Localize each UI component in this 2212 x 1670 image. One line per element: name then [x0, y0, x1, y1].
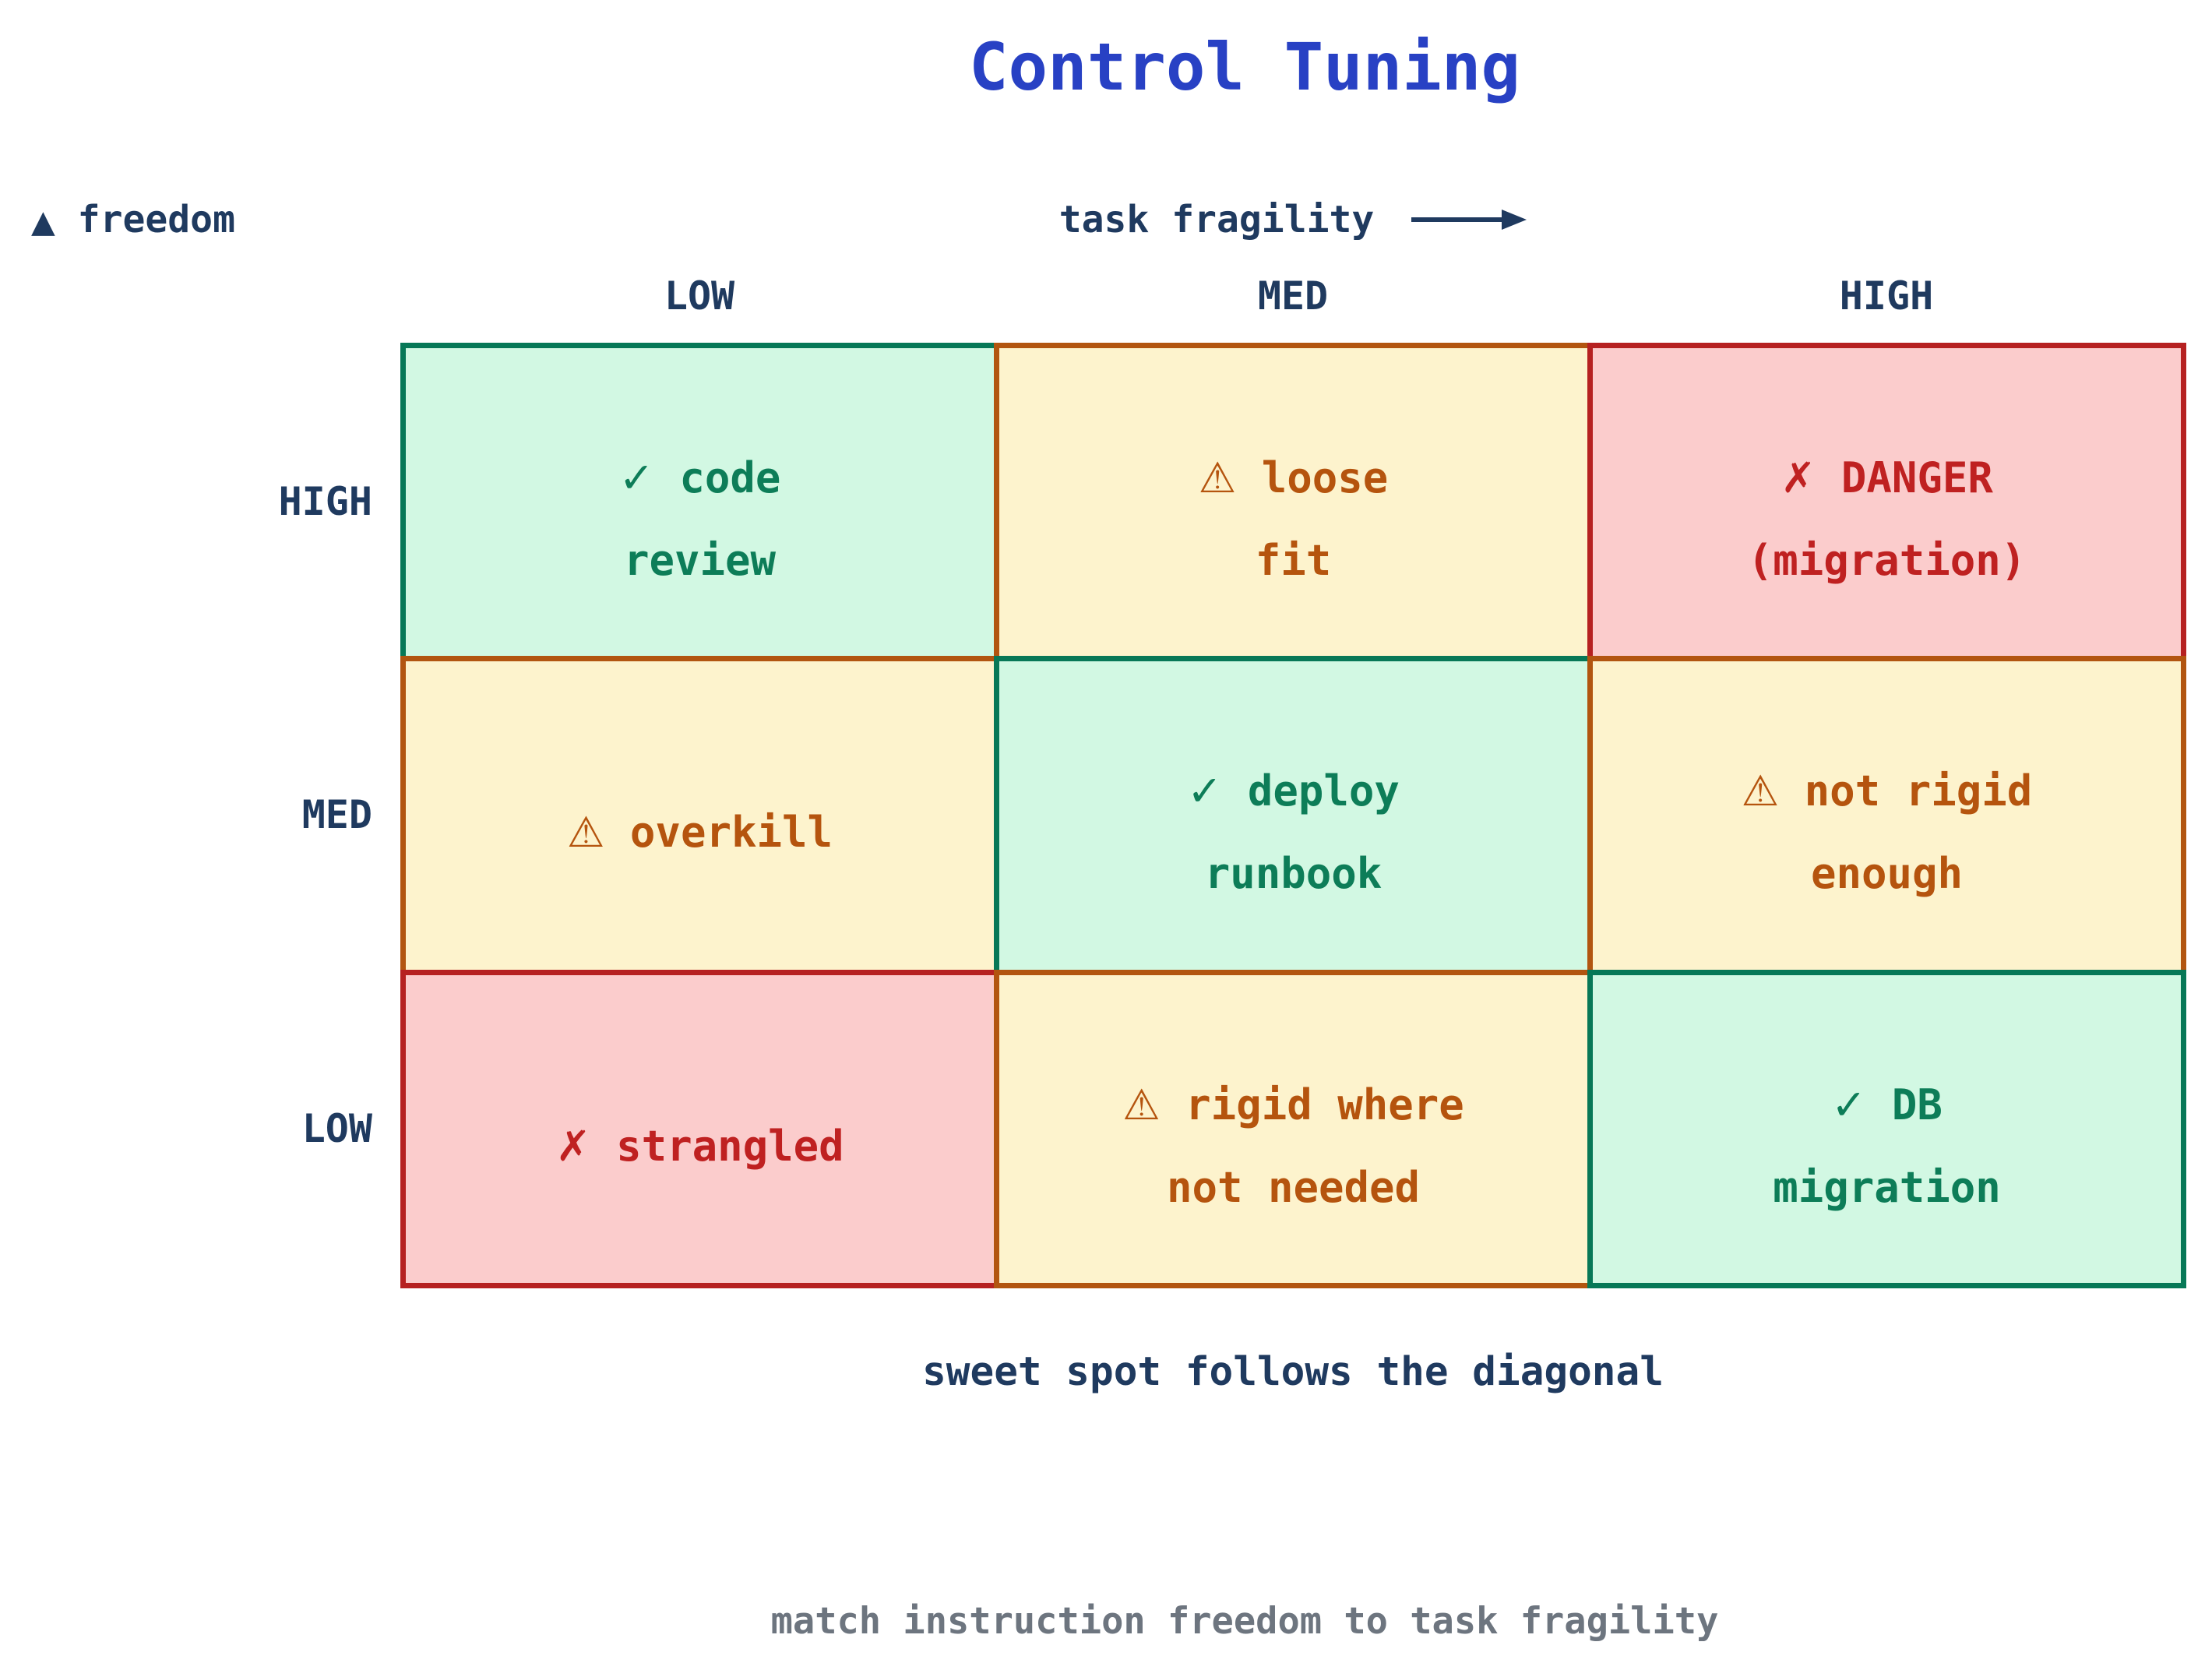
warning-icon: ⚠ — [1198, 453, 1237, 502]
check-icon: ✓ — [1831, 1080, 1867, 1129]
cell-text: rigid where not needed — [1166, 1080, 1464, 1212]
matrix-cell-high-low: ✓ code review — [400, 343, 999, 661]
matrix-cell-low-low: ✗ strangled — [400, 970, 999, 1288]
cell-text: DB migration — [1773, 1080, 2001, 1212]
cell-label: ⚠ rigid where not needed — [1122, 1064, 1464, 1229]
check-icon: ✓ — [618, 453, 654, 502]
matrix-cell-low-high: ✓ DB migration — [1587, 970, 2186, 1288]
cell-label: ✗ strangled — [555, 1105, 844, 1188]
cell-text: deploy runbook — [1204, 766, 1400, 898]
warning-icon: ⚠ — [566, 808, 605, 857]
cell-label: ⚠ overkill — [567, 791, 833, 874]
matrix-cell-high-high: ✗ DANGER (migration) — [1587, 343, 2186, 661]
column-header-low: LOW — [664, 273, 735, 319]
page-title: Control Tuning — [968, 29, 1520, 105]
matrix-cell-med-low: ⚠ overkill — [400, 656, 999, 975]
x-axis-label: task fragility — [403, 196, 2183, 243]
warning-icon: ⚠ — [1122, 1080, 1161, 1129]
y-axis-label: ▲ freedom — [31, 196, 235, 245]
cell-label: ✓ DB migration — [1773, 1064, 2001, 1229]
cell-text: not rigid enough — [1804, 766, 2033, 898]
matrix-cell-low-med: ⚠ rigid where not needed — [994, 970, 1593, 1288]
matrix-cell-med-high: ⚠ not rigid enough — [1587, 656, 2186, 975]
cell-label: ✓ deploy runbook — [1187, 750, 1400, 915]
up-triangle-icon: ▲ — [31, 204, 55, 240]
cell-text: overkill — [629, 808, 833, 857]
row-header-high: HIGH — [278, 479, 372, 524]
cell-label: ✓ code review — [619, 437, 781, 602]
column-header-high: HIGH — [1839, 273, 1934, 319]
row-header-med: MED — [301, 792, 372, 837]
cell-text: code review — [623, 453, 781, 585]
matrix-cell-med-med: ✓ deploy runbook — [994, 656, 1593, 975]
cell-label: ⚠ not rigid enough — [1742, 750, 2033, 915]
diagonal-note: sweet spot follows the diagonal — [922, 1349, 1664, 1395]
matrix-cell-high-med: ⚠ loose fit — [994, 343, 1593, 661]
check-icon: ✓ — [1187, 766, 1223, 816]
cell-text: DANGER (migration) — [1747, 453, 2027, 585]
cross-icon: ✗ — [1781, 453, 1816, 502]
cell-text: strangled — [616, 1121, 844, 1171]
cell-label: ✗ DANGER (migration) — [1748, 437, 2027, 602]
y-axis-text: freedom — [77, 198, 235, 241]
warning-icon: ⚠ — [1741, 766, 1780, 816]
column-header-med: MED — [1257, 273, 1329, 319]
cell-text: loose fit — [1255, 453, 1389, 585]
cross-icon: ✗ — [555, 1121, 591, 1171]
row-header-low: LOW — [301, 1106, 372, 1151]
right-arrow-icon — [1411, 210, 1527, 230]
caption: match instruction freedom to task fragil… — [770, 1600, 1719, 1643]
x-axis-text: task fragility — [1058, 198, 1375, 241]
cell-label: ⚠ loose fit — [1199, 437, 1389, 602]
